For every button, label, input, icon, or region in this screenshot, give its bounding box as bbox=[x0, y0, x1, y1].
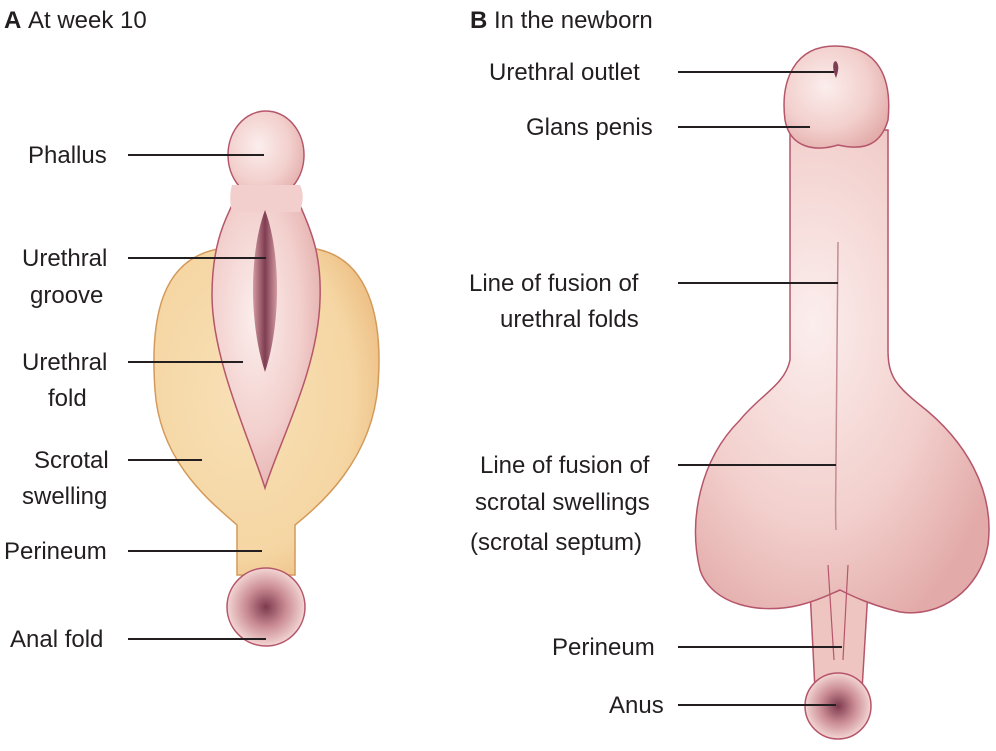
week10-illustration bbox=[153, 110, 380, 647]
label-fusion-scrotal-3: (scrotal septum) bbox=[470, 529, 642, 556]
label-perineum-a: Perineum bbox=[4, 538, 107, 565]
label-anus: Anus bbox=[609, 692, 664, 719]
panel-b-title: B In the newborn bbox=[470, 7, 653, 34]
newborn-illustration bbox=[694, 45, 990, 740]
label-urethral-groove-1: Urethral bbox=[22, 245, 107, 272]
panel-a-letter: A bbox=[4, 7, 21, 34]
scrotum-and-shaft-shape bbox=[694, 129, 990, 614]
label-fusion-scrotal-1: Line of fusion of bbox=[480, 452, 650, 479]
label-urethral-fold-1: Urethral bbox=[22, 349, 107, 376]
panel-b-labels: Urethral outlet Glans penis Line of fusi… bbox=[469, 59, 842, 719]
label-phallus: Phallus bbox=[28, 142, 107, 169]
label-fusion-urethral-1: Line of fusion of bbox=[469, 270, 639, 297]
label-fusion-scrotal-2: scrotal swellings bbox=[475, 489, 650, 516]
label-scrotal-swelling-2: swelling bbox=[22, 483, 107, 510]
label-urethral-fold-2: fold bbox=[48, 385, 87, 412]
anal-fold-shape bbox=[226, 567, 306, 647]
glans-penis-shape bbox=[783, 45, 890, 149]
label-fusion-urethral-2: urethral folds bbox=[500, 306, 639, 333]
raphe-lines bbox=[827, 564, 849, 661]
panel-a-title-text: At week 10 bbox=[28, 7, 147, 34]
label-scrotal-swelling-1: Scrotal bbox=[34, 447, 109, 474]
urethral-outlet-shape bbox=[833, 61, 839, 78]
label-perineum-b: Perineum bbox=[552, 634, 655, 661]
urethral-groove-shape bbox=[252, 210, 278, 372]
label-anal-fold: Anal fold bbox=[10, 626, 103, 653]
label-glans-penis: Glans penis bbox=[526, 114, 653, 141]
panel-b-letter: B bbox=[470, 7, 487, 34]
line-of-fusion bbox=[834, 241, 839, 531]
panel-b-title-text: In the newborn bbox=[494, 7, 653, 34]
panel-a-title: A At week 10 bbox=[4, 7, 147, 34]
panel-a-labels: Phallus Urethral groove Urethral fold Sc… bbox=[4, 142, 266, 653]
label-urethral-groove-2: groove bbox=[30, 282, 103, 309]
label-urethral-outlet: Urethral outlet bbox=[489, 59, 640, 86]
phallus-neck bbox=[230, 185, 303, 212]
